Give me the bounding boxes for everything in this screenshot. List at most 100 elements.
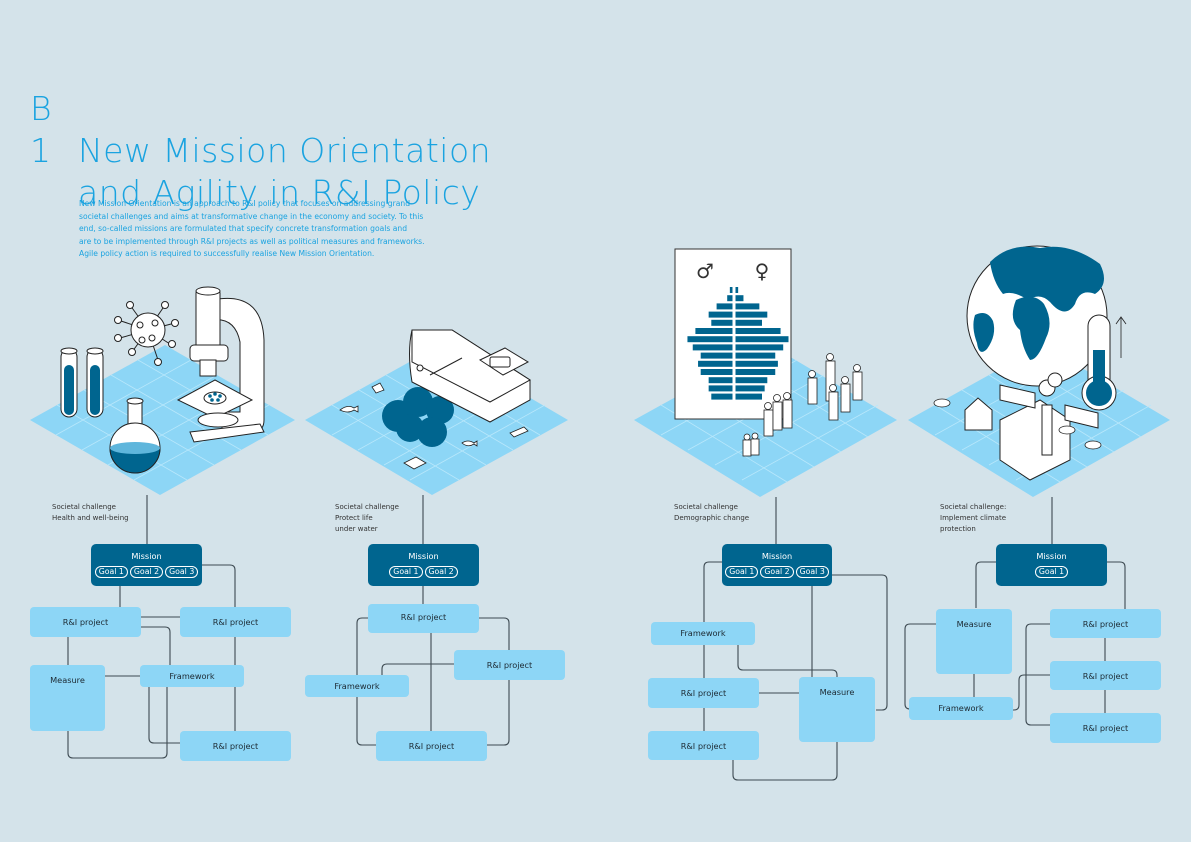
box-label: R&I project [408,741,455,751]
rni-project-box[interactable]: R&I project [648,678,759,708]
mission-box[interactable]: Mission Goal 1 Goal 2 Goal 3 [722,544,832,586]
pyramid-bar-male [708,377,733,384]
pyramid-bar-male [692,344,733,351]
societal-challenge-label: Societal challenge Demographic change [674,502,749,524]
connectors-panel-4 [904,561,1126,726]
pyramid-bar-female [735,385,765,392]
pyramid-bar-female [735,393,762,400]
pyramid-bar-female [735,303,760,310]
box-label: Framework [169,671,215,681]
goal-badge[interactable]: Goal 1 [94,566,128,578]
framework-box[interactable]: Framework [651,622,755,645]
female-symbol-icon: ♀ [755,259,770,283]
measure-box[interactable]: Measure [30,665,105,731]
rni-project-box[interactable]: R&I project [454,650,565,680]
box-label: R&I project [680,688,727,698]
pyramid-bar-male [700,352,733,359]
framework-box[interactable]: Framework [140,665,244,687]
goal-badge[interactable]: Goal 3 [165,566,199,578]
rni-project-box[interactable]: R&I project [648,731,759,760]
pyramid-bar-female [735,336,789,343]
pyramid-bar-female [735,352,776,359]
intro-line: New Mission Orientation is an approach t… [79,199,411,208]
measure-box[interactable]: Measure [799,677,875,742]
fish-icon [339,405,478,447]
box-label: R&I project [400,612,447,622]
box-label: R&I project [680,741,727,751]
box-label: Framework [938,703,984,713]
goal-list: Goal 1 Goal 2 [368,566,479,578]
goal-badge[interactable]: Goal 3 [795,566,829,578]
goal-badge[interactable]: Goal 2 [129,566,164,578]
rni-project-box[interactable]: R&I project [1050,609,1161,638]
pyramid-bar-male [711,393,733,400]
rni-project-box[interactable]: R&I project [368,604,479,633]
societal-challenge-label: Societal challenge Health and well-being [52,502,129,524]
pyramid-bar-female [735,295,744,302]
box-label: R&I project [1082,619,1129,629]
mission-box[interactable]: Mission Goal 1 Goal 2 [368,544,479,586]
rni-project-box[interactable]: R&I project [180,607,291,637]
goal-badge[interactable]: Goal 2 [760,566,794,578]
pyramid-bar-male [727,295,733,302]
pyramid-bar-female [735,319,762,326]
intro-line: are to be implemented through R&I projec… [79,236,425,246]
mission-box[interactable]: Mission Goal 1 Goal 2 Goal 3 [91,544,202,586]
mission-box[interactable]: Mission Goal 1 [996,544,1107,586]
challenge-heading: Societal challenge [335,503,399,511]
challenge-heading: Societal challenge: [940,503,1007,511]
box-label: Measure [50,675,85,685]
microscope-icon [176,286,265,443]
challenge-heading: Societal challenge [674,503,738,511]
box-label: Framework [680,628,726,638]
pyramid-bar-female [735,344,784,351]
thermometer-icon [1081,314,1127,411]
pyramid-bar-male [711,319,733,326]
challenge-name: protection [940,525,976,533]
people-group-icon [742,353,863,457]
virus-icon [114,301,179,366]
rni-project-box[interactable]: R&I project [1050,661,1161,690]
pyramid-bar-female [735,311,768,318]
challenge-name: Implement climate [940,514,1007,522]
goal-badge[interactable]: Goal 1 [1034,566,1069,578]
box-label: Measure [956,619,992,629]
plastic-waste-icon [371,382,529,470]
pyramid-bar-female [735,328,781,334]
title-line-1: New Mission Orientation [78,131,492,170]
rni-project-box[interactable]: R&I project [376,731,487,761]
challenge-name: under water [335,525,378,533]
connectors-panel-3 [703,561,888,781]
goal-list: Goal 1 [996,566,1107,578]
goal-badge[interactable]: Goal 1 [725,566,759,578]
framework-box[interactable]: Framework [305,675,409,697]
box-label: R&I project [212,617,259,627]
measure-box[interactable]: Measure [936,609,1012,674]
oil-spill-icon [382,387,454,447]
pyramid-bar-female [735,369,776,375]
goal-list: Goal 1 Goal 2 Goal 3 [91,566,202,578]
box-label: Framework [334,681,380,691]
challenge-heading: Societal challenge [52,503,116,511]
pyramid-bar-male [729,287,733,293]
pyramid-bar-female [735,287,739,293]
goal-badge[interactable]: Goal 1 [389,566,423,578]
box-label: R&I project [212,741,259,751]
societal-challenge-label: Societal challenge Protect life under wa… [335,502,399,535]
section-number: B 1 [30,89,53,170]
title-line-2: and Agility in R&I Policy [78,173,481,212]
rni-project-box[interactable]: R&I project [1050,713,1161,743]
box-label: R&I project [62,617,109,627]
societal-challenge-label: Societal challenge: Implement climate pr… [940,502,1006,535]
flask-icon [109,397,161,474]
house-icon [964,397,993,431]
pyramid-bar-male [687,336,733,343]
rni-project-box[interactable]: R&I project [30,607,141,637]
rni-project-box[interactable]: R&I project [180,731,291,761]
challenge-name: Demographic change [674,514,750,522]
intro-line: end, so-called missions are formulated t… [79,224,408,234]
pyramid-bar-female [735,377,768,384]
framework-box[interactable]: Framework [909,697,1013,720]
goal-badge[interactable]: Goal 2 [424,566,458,578]
